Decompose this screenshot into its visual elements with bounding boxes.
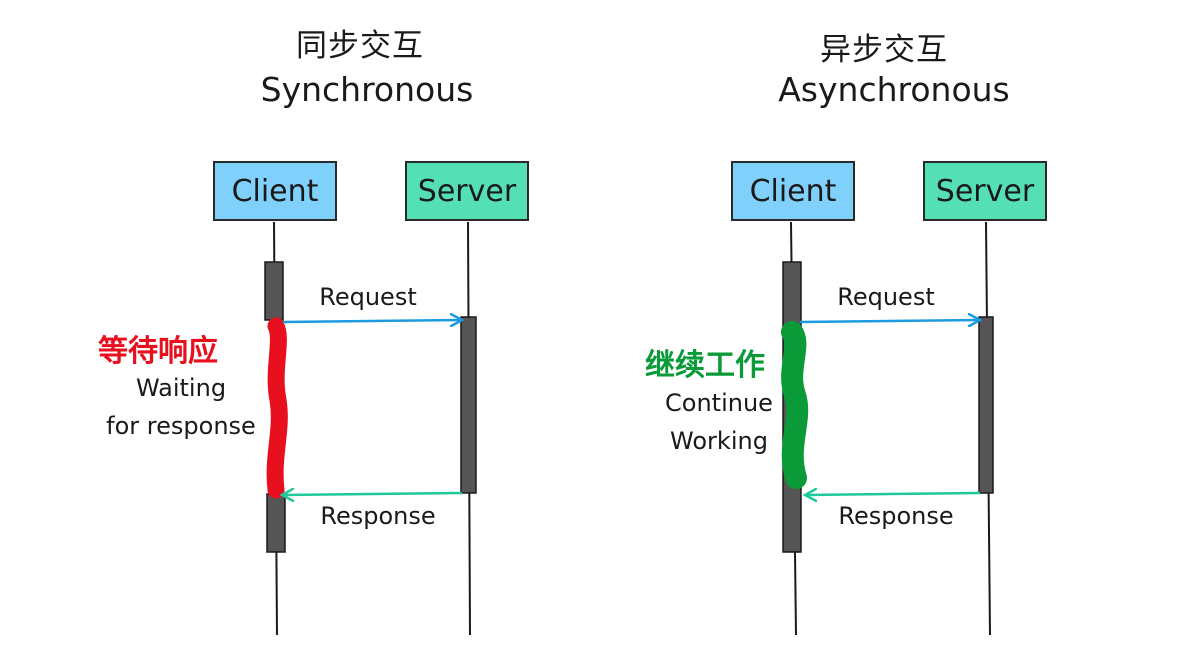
async-working-highlight (781, 321, 809, 489)
sync-request-label: Request (319, 283, 417, 311)
sync-note-en: Waiting for response (96, 369, 266, 445)
async-note-en-line1: Continue (665, 389, 773, 417)
sync-server-activation (460, 316, 477, 494)
async-client-label: Client (749, 173, 837, 209)
sync-response-label: Response (320, 502, 436, 530)
sync-note-cn: 等待响应 (98, 334, 218, 369)
sync-waiting-highlight (266, 317, 288, 499)
sync-title-cn: 同步交互 (296, 28, 424, 64)
sync-server-label: Server (417, 173, 517, 209)
sync-request-arrow (282, 320, 462, 322)
async-response-arrow (805, 493, 981, 495)
async-note-en-line2: Working (670, 427, 768, 455)
async-server-label: Server (935, 173, 1035, 209)
sync-note-en-line2: for response (106, 412, 256, 440)
sync-client-label: Client (231, 173, 319, 209)
async-server-box: Server (923, 161, 1047, 221)
async-client-box: Client (731, 161, 855, 221)
async-request-label: Request (837, 283, 935, 311)
sync-note-en-line1: Waiting (135, 374, 227, 402)
async-server-activation (978, 316, 994, 494)
async-note-en: Continue Working (644, 384, 794, 460)
sync-server-box: Server (405, 161, 529, 221)
sync-client-box: Client (213, 161, 337, 221)
async-note-cn: 继续工作 (645, 348, 765, 383)
async-request-arrow (799, 320, 980, 322)
async-title-en: Asynchronous (778, 70, 1010, 109)
sync-response-arrow (282, 493, 463, 495)
async-response-label: Response (838, 502, 954, 530)
sync-title-en: Synchronous (260, 70, 474, 109)
async-title-cn: 异步交互 (820, 32, 948, 68)
